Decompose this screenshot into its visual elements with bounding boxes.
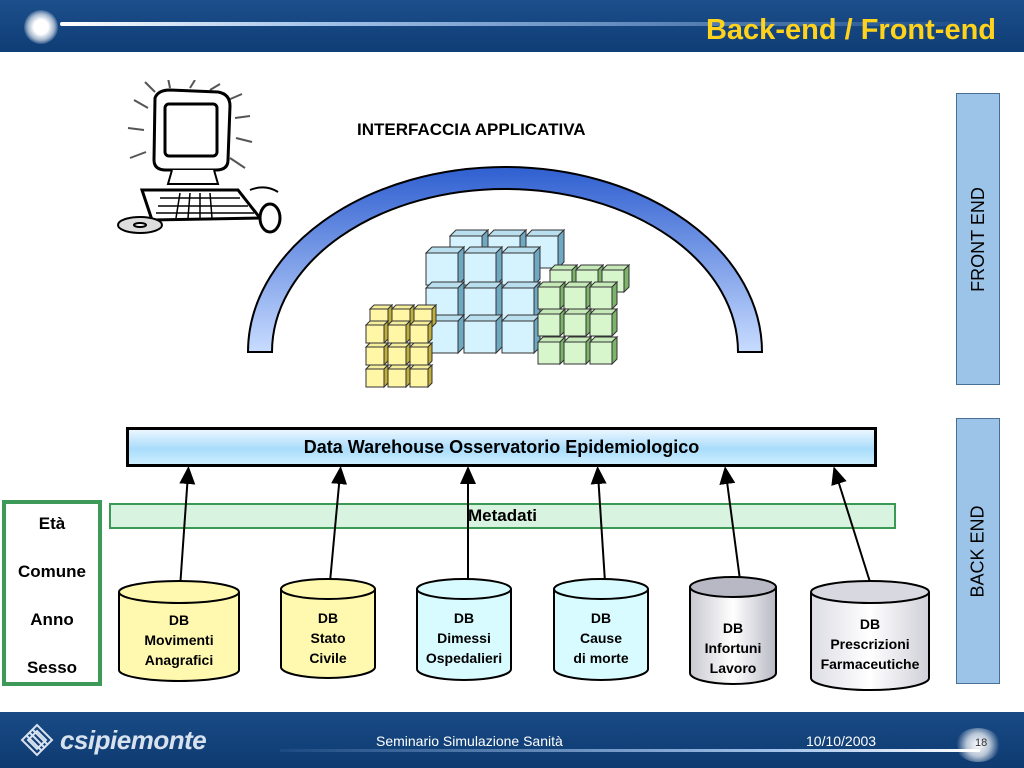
metadata-bar: Metadati: [109, 503, 896, 529]
slide-title: Back-end / Front-end: [705, 14, 996, 46]
arrow: [590, 466, 607, 583]
logo: csipiemonte: [20, 723, 207, 757]
db-label: di morte: [573, 650, 629, 666]
database-cylinder: DB Dimessi Ospedalieri: [416, 578, 512, 682]
dimension-label: Età: [38, 514, 66, 533]
db-label: Lavoro: [709, 660, 757, 676]
logo-text: csipiemonte: [60, 724, 207, 755]
computer-icon: [117, 80, 282, 234]
back-end-box: BACK END: [956, 418, 1000, 684]
header-glow-icon: [24, 10, 58, 44]
db-label: Dimessi: [437, 630, 491, 646]
data-warehouse-label: Data Warehouse Osservatorio Epidemiologi…: [303, 436, 700, 457]
metadata-label: Metadati: [468, 506, 537, 525]
db-label: Stato: [310, 630, 346, 646]
database-cylinder: DB Cause di morte: [553, 578, 649, 682]
db-label: Ospedalieri: [425, 650, 503, 666]
interface-label: INTERFACCIA APPLICATIVA: [357, 120, 586, 139]
dimension-label: Comune: [18, 562, 86, 581]
db-label: Civile: [309, 650, 347, 666]
arrow: [831, 466, 871, 583]
front-end-box: FRONT END: [956, 93, 1000, 385]
db-label: DB: [168, 612, 190, 628]
header-bar: [0, 0, 1024, 52]
arrow: [329, 466, 348, 583]
interface-arch: [246, 166, 764, 353]
database-cylinder: DB Stato Civile: [280, 578, 376, 680]
arrow: [719, 466, 741, 581]
db-label: DB: [859, 616, 881, 632]
database-cylinder: DB Prescrizioni Farmaceutiche: [810, 580, 930, 692]
footer-title: Seminario Simulazione Sanità: [376, 733, 563, 749]
page-number: 18: [975, 737, 988, 749]
footer-bar: [0, 712, 1024, 768]
arrow: [179, 466, 196, 589]
db-label: Farmaceutiche: [820, 656, 920, 672]
db-body: [118, 592, 240, 682]
db-label: DB: [722, 620, 744, 636]
db-label: DB: [453, 610, 475, 626]
dimension-label: Anno: [30, 610, 74, 629]
db-label: Infortuni: [704, 640, 762, 656]
database-cylinder: DB Infortuni Lavoro: [689, 576, 777, 686]
logo-diamond-icon: [20, 723, 54, 757]
db-label: Anagrafici: [144, 652, 214, 668]
dimension-label: Sesso: [26, 658, 78, 677]
db-label: DB: [317, 610, 339, 626]
footer-date: 10/10/2003: [806, 733, 877, 749]
db-label: Cause: [579, 630, 623, 646]
db-label: Prescrizioni: [830, 636, 910, 652]
header-decoration-line: [60, 22, 960, 26]
db-label: Movimenti: [144, 632, 214, 648]
footer-glow-icon: [955, 728, 1001, 762]
database-cylinder: DB Movimenti Anagrafici: [118, 580, 240, 684]
data-warehouse-box: Data Warehouse Osservatorio Epidemiologi…: [126, 427, 877, 467]
dimensions-box: Età Comune Anno Sesso: [2, 500, 102, 686]
db-label: DB: [590, 610, 612, 626]
footer-decoration-line: [280, 749, 980, 752]
